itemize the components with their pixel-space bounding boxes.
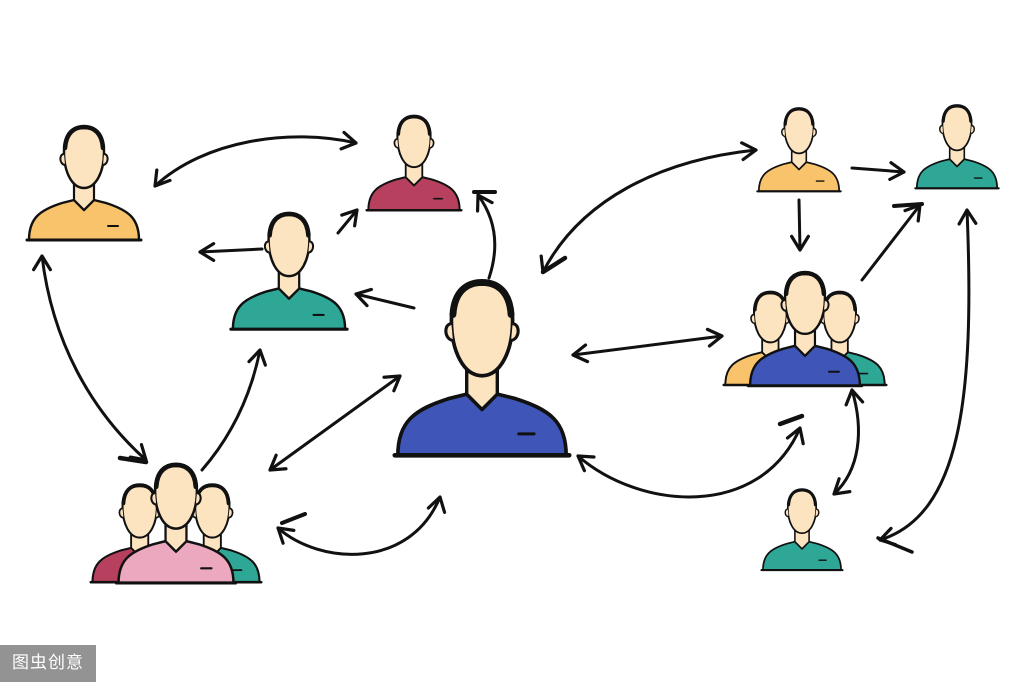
arrow-blue-to-bottomright xyxy=(576,426,805,499)
arrow-group-to-blue xyxy=(268,374,402,472)
arrow-blue-to-teal xyxy=(354,287,416,310)
person-top-left-orange xyxy=(25,124,143,242)
arrow-orange-to-teal-right xyxy=(850,161,906,181)
arrow-blue-to-group-bottom xyxy=(276,495,447,556)
arrow-group-bar xyxy=(117,455,149,465)
person-top-right-orange xyxy=(756,107,842,193)
person-bottom-right-teal xyxy=(760,488,844,572)
arrow-blue-to-groupright xyxy=(571,327,724,364)
group-bottom-left-front-member xyxy=(114,462,238,585)
group-right-blue-front-member xyxy=(746,270,864,388)
arrow-bottomright-bar xyxy=(777,413,805,427)
arrow-group-bottom-bar xyxy=(280,512,307,525)
watermark-label: 图虫创意 xyxy=(0,645,96,682)
arrow-teal-to-crimson xyxy=(336,208,359,235)
person-top-center-crimson xyxy=(365,114,463,212)
arrow-blue-to-topright xyxy=(539,141,758,274)
arrow-bottomright-to-teal-right xyxy=(878,208,978,547)
arrow-topright-bar xyxy=(540,255,568,275)
group-right-blue xyxy=(722,270,888,388)
connection-arrows xyxy=(32,130,978,556)
person-far-top-right-teal xyxy=(914,104,1000,190)
arrow-teal-to-topleft xyxy=(198,242,264,262)
arrow-topleft-topcenter xyxy=(153,130,358,188)
arrow-orange-to-groupright xyxy=(790,198,810,252)
arrow-groupright-to-bottomright xyxy=(832,388,865,496)
person-center-large-blue xyxy=(392,278,572,458)
person-center-left-teal xyxy=(229,211,349,331)
arrow-teal-right-lower-bar xyxy=(876,536,914,554)
arrow-groupright-to-teal-right xyxy=(860,203,922,282)
arrow-blue-to-crimson xyxy=(475,193,497,280)
people-figures xyxy=(25,104,1000,585)
arrow-topleft-to-group xyxy=(32,254,148,462)
arrow-group-to-teal xyxy=(200,348,267,472)
group-bottom-left xyxy=(89,462,263,585)
arrow-teal-right-bar xyxy=(892,202,924,208)
